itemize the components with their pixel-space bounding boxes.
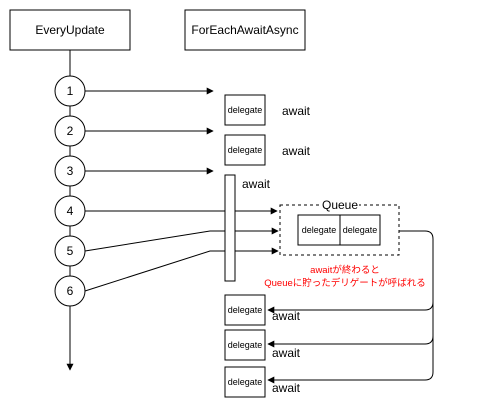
tick-4: 4 xyxy=(54,195,86,227)
delegate-box-1: delegate xyxy=(224,94,266,126)
tick-1-label: 1 xyxy=(67,84,74,98)
foreach-await-async-label: ForEachAwaitAsync xyxy=(191,23,298,37)
delegate-box-3: delegate xyxy=(224,294,266,326)
await-label-3: await xyxy=(242,177,271,191)
delegate-box-5: delegate xyxy=(224,366,266,398)
queue-label: Queue xyxy=(322,198,358,212)
note-line-1: awaitが終わると xyxy=(310,264,380,276)
delegate-box-2: delegate xyxy=(224,134,266,166)
every-update-label: EveryUpdate xyxy=(35,23,105,37)
queue-delegate-2: delegate xyxy=(343,225,378,235)
tick-3-label: 3 xyxy=(67,164,74,178)
tick-6: 6 xyxy=(54,275,86,307)
await-label-1: await xyxy=(282,104,311,118)
delegate-box-4-label: delegate xyxy=(228,340,263,350)
tick-5: 5 xyxy=(54,235,86,267)
tick-4-label: 4 xyxy=(67,204,74,218)
every-update-header: EveryUpdate xyxy=(9,9,131,51)
arrow-tick-6 xyxy=(84,247,279,292)
await-label-6: await xyxy=(272,381,301,395)
tick-2: 2 xyxy=(54,115,86,147)
await-label-2: await xyxy=(282,144,311,158)
tick-6-label: 6 xyxy=(67,284,74,298)
tick-3: 3 xyxy=(54,155,86,187)
queue-box: Queue delegate delegate xyxy=(279,198,400,256)
await-label-4: await xyxy=(272,309,301,323)
note-line-2: Queueに貯ったデリゲートが呼ばれる xyxy=(264,277,426,289)
arrow-tick-5 xyxy=(84,227,279,252)
await-activation-bar xyxy=(224,174,236,282)
return-arrow-3 xyxy=(267,336,434,384)
tick-5-label: 5 xyxy=(67,244,74,258)
delegate-box-1-label: delegate xyxy=(228,105,263,115)
await-label-5: await xyxy=(272,346,301,360)
foreach-await-async-header: ForEachAwaitAsync xyxy=(184,9,306,51)
delegate-box-4: delegate xyxy=(224,329,266,361)
delegate-box-3-label: delegate xyxy=(228,305,263,315)
delegate-box-5-label: delegate xyxy=(228,377,263,387)
delegate-box-2-label: delegate xyxy=(228,145,263,155)
tick-1: 1 xyxy=(54,75,86,107)
return-arrow-1 xyxy=(267,230,434,314)
tick-2-label: 2 xyxy=(67,124,74,138)
queue-delegate-1: delegate xyxy=(302,225,337,235)
